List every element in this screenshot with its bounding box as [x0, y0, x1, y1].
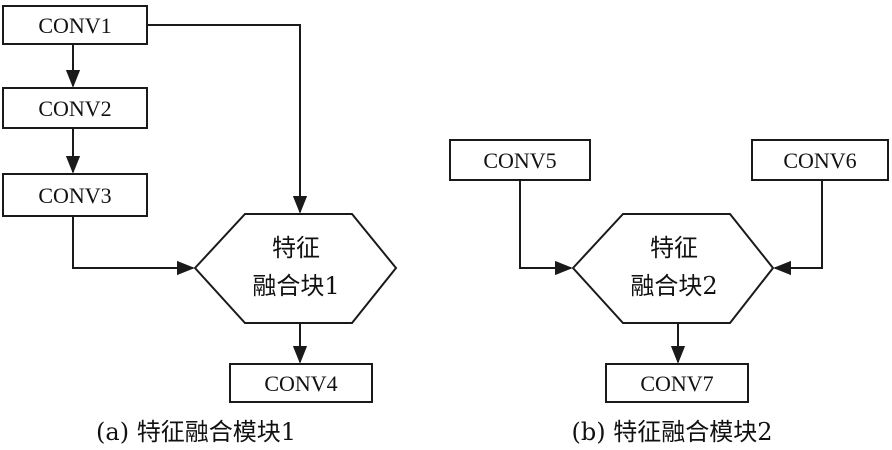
diagram-a: CONV1 CONV2 CONV3 特征 融合块1 CONV4 (a) 特征融合…: [2, 5, 398, 446]
arrow-conv5-to-fusion2: [519, 180, 573, 276]
conv6-node: CONV6: [751, 139, 889, 181]
conv1-node: CONV1: [2, 5, 148, 45]
arrow-conv1-to-fusion1: [147, 24, 308, 214]
conv6-label: CONV6: [783, 148, 856, 173]
conv4-label: CONV4: [264, 371, 337, 396]
conv1-label: CONV1: [38, 13, 111, 38]
fusion-block-2: 特征 融合块2: [571, 213, 775, 324]
conv3-label: CONV3: [38, 183, 111, 208]
fusion-block-1: 特征 融合块1: [193, 213, 398, 324]
diagram-b: CONV5 CONV6 特征 融合块2 CONV7 (b) 特征融合模块2: [449, 139, 889, 446]
caption-b: (b) 特征融合模块2: [572, 418, 773, 446]
fusion-block-1-line2: 融合块1: [252, 272, 339, 300]
conv4-node: CONV4: [229, 363, 373, 403]
conv5-label: CONV5: [483, 148, 556, 173]
fusion-block-1-line1: 特征: [272, 234, 320, 262]
conv7-node: CONV7: [605, 363, 749, 403]
conv5-node: CONV5: [449, 139, 591, 181]
arrow-conv6-to-fusion2: [773, 180, 823, 276]
conv2-node: CONV2: [2, 87, 148, 129]
caption-a: (a) 特征融合模块1: [96, 418, 296, 446]
conv2-label: CONV2: [38, 96, 111, 121]
fusion-block-2-line2: 融合块2: [630, 272, 717, 300]
fusion-block-2-line1: 特征: [650, 234, 698, 262]
conv3-node: CONV3: [2, 173, 148, 217]
arrow-conv3-to-fusion1: [72, 216, 195, 276]
conv7-label: CONV7: [640, 371, 713, 396]
